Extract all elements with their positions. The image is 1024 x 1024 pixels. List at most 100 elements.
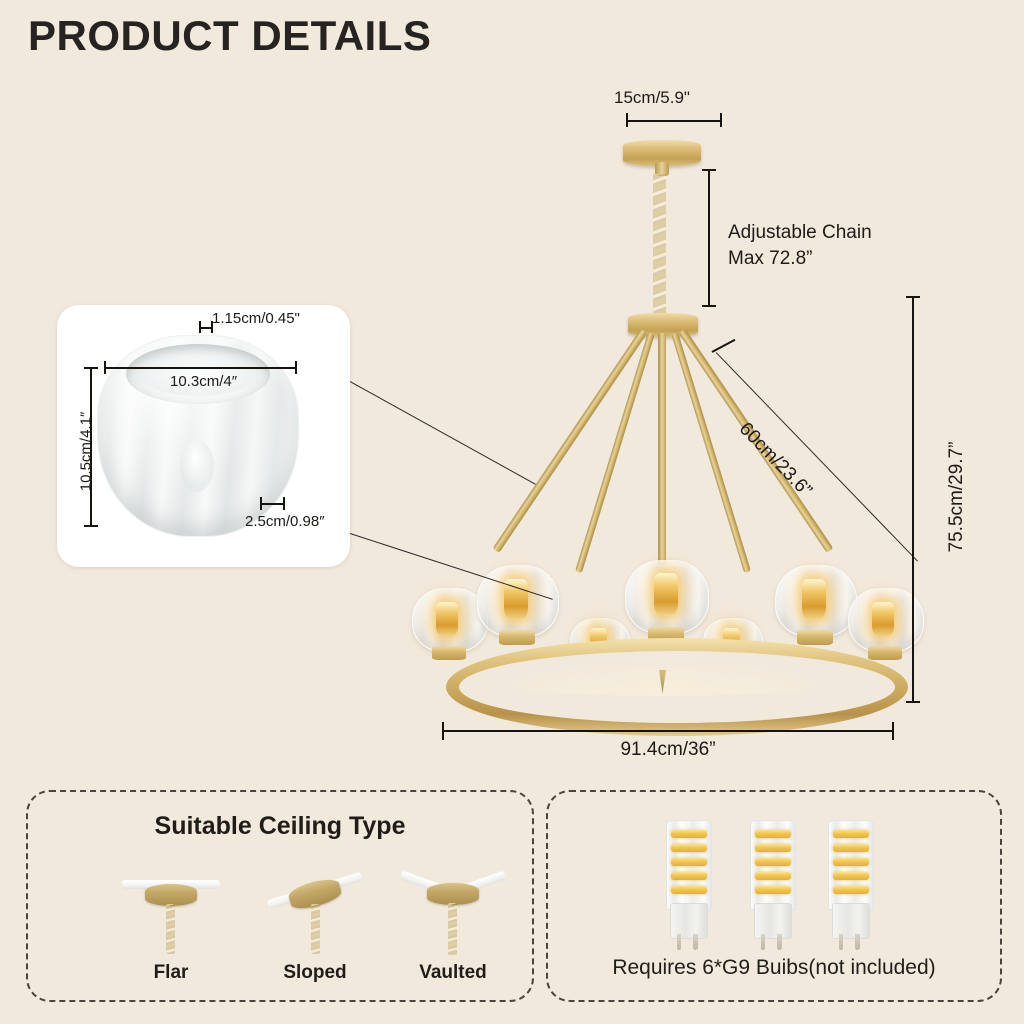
led-row <box>832 886 870 895</box>
overall-width-rule <box>442 730 894 732</box>
bulb-capsule <box>750 820 796 911</box>
rim-thickness-cap-left <box>199 321 201 333</box>
bulb-glow <box>723 628 740 654</box>
rim-thickness-rule <box>199 327 213 329</box>
overall-width-label: 91.4cm/36” <box>620 739 716 760</box>
glass-dimple <box>180 440 214 492</box>
hanging-chain <box>653 174 666 314</box>
bulb-pin-left <box>676 934 681 950</box>
g9-bulb-3 <box>828 820 874 950</box>
bulb-base <box>669 903 709 939</box>
led-row <box>832 872 870 881</box>
shade-group-back-right <box>775 565 857 651</box>
bulb-pin-left <box>760 934 765 950</box>
canopy-width-cap-left <box>626 113 628 127</box>
bulb-base <box>831 903 871 939</box>
shade-socket <box>432 646 466 660</box>
shade-socket <box>499 630 535 645</box>
bulb-requirement-panel: Requires 6*G9 Buibs(not included) <box>546 790 1002 1002</box>
overall-width-cap-left <box>442 722 444 740</box>
bulb-base <box>753 903 793 939</box>
flat-canopy-disc <box>145 884 197 906</box>
base-width-cap-left <box>260 497 262 510</box>
ceiling-type-panel: Suitable Ceiling Type Flar Sloped Vaulte… <box>26 790 534 1002</box>
chain-label-line2: Max 72.8” <box>728 248 813 269</box>
ceiling-type-vaulted[interactable]: Vaulted <box>388 870 518 987</box>
vaulted-chain <box>448 903 457 955</box>
canopy-width-label: 15cm/5.9" <box>614 88 690 107</box>
shade-height-label: 10.5cm/4.1″ <box>77 411 95 492</box>
overall-height-dimension: 75.5cm/29.7” <box>900 290 1010 715</box>
bulb-capsule <box>666 820 712 911</box>
ceiling-type-label: Sloped <box>283 962 347 983</box>
chain-label-line1: Adjustable Chain <box>728 222 872 243</box>
led-row <box>670 858 708 867</box>
ceiling-type-sloped[interactable]: Sloped <box>250 871 380 987</box>
center-drop-rod <box>658 333 666 565</box>
bulb-glow <box>802 579 826 619</box>
bulb-glow <box>654 573 678 615</box>
bulb-capsule <box>828 820 874 911</box>
overall-height-rule <box>912 297 914 703</box>
overall-height-cap-bottom <box>906 701 920 703</box>
shade-group-back-far-right <box>848 588 924 662</box>
bulb-pin-right <box>693 934 698 950</box>
overall-height-cap-top <box>906 296 920 298</box>
overall-width-cap-right <box>892 722 894 740</box>
led-row <box>670 872 708 881</box>
shade-detail-card: 1.15cm/0.45" 10.3cm/4″ 10.5cm/4.1″ 2.5cm… <box>57 305 350 567</box>
canopy-width-cap-right <box>720 113 722 127</box>
bulb-requirement-caption: Requires 6*G9 Buibs(not included) <box>612 956 936 979</box>
opening-width-cap-right <box>295 361 297 374</box>
shade-height-rule <box>90 367 92 527</box>
led-row <box>754 843 792 852</box>
shade-socket <box>797 630 833 645</box>
chain-dim-cap-bottom <box>702 305 716 307</box>
shade-height-cap-top <box>84 367 98 369</box>
bulb-pin-right <box>855 934 860 950</box>
bulb-pin-right <box>777 934 782 950</box>
g9-bulb-2 <box>750 820 796 950</box>
rim-thickness-cap-right <box>211 321 213 333</box>
led-row <box>832 843 870 852</box>
shade-leader-line-upper <box>349 381 536 486</box>
base-width-rule <box>260 503 285 505</box>
led-row <box>670 829 708 838</box>
diagonal-dimension-cap <box>711 338 736 353</box>
shade-group-back-far-left <box>412 588 488 662</box>
led-row <box>754 858 792 867</box>
rim-thickness-label: 1.15cm/0.45" <box>212 310 300 327</box>
led-row <box>670 843 708 852</box>
flat-chain <box>166 904 175 954</box>
canopy-width-rule <box>626 120 722 122</box>
chain-dim-cap-top <box>702 169 716 171</box>
diagonal-label: 60cm/23.6” <box>734 418 816 502</box>
led-row <box>754 829 792 838</box>
ceiling-type-label: Flar <box>153 962 189 983</box>
bulb-glow <box>872 602 894 636</box>
canopy-stem <box>655 162 669 176</box>
ceiling-type-label: Vaulted <box>419 962 487 983</box>
led-row <box>754 886 792 895</box>
chain-length-dimension: Adjustable Chain Max 72.8” <box>700 165 910 315</box>
ring-center-finial <box>659 670 666 694</box>
base-width-cap-right <box>283 497 285 510</box>
opening-width-label: 10.3cm/4″ <box>170 373 238 390</box>
base-width-label: 2.5cm/0.98″ <box>245 513 325 530</box>
led-row <box>754 872 792 881</box>
shade-socket <box>868 646 902 660</box>
chain-dim-rule <box>708 169 710 307</box>
ceiling-type-flat[interactable]: Flar <box>106 872 236 987</box>
shade-socket <box>648 627 684 643</box>
bulb-glow <box>436 602 458 636</box>
page-title: PRODUCT DETAILS <box>28 12 432 59</box>
led-row <box>832 858 870 867</box>
sloped-chain <box>311 904 320 954</box>
bulb-pin-left <box>838 934 843 950</box>
glass-inner-wall <box>142 356 254 396</box>
arm-left-outer <box>492 328 648 553</box>
led-row <box>832 829 870 838</box>
opening-width-rule <box>104 367 297 369</box>
canopy-width-dimension: 15cm/5.9" <box>612 88 736 134</box>
